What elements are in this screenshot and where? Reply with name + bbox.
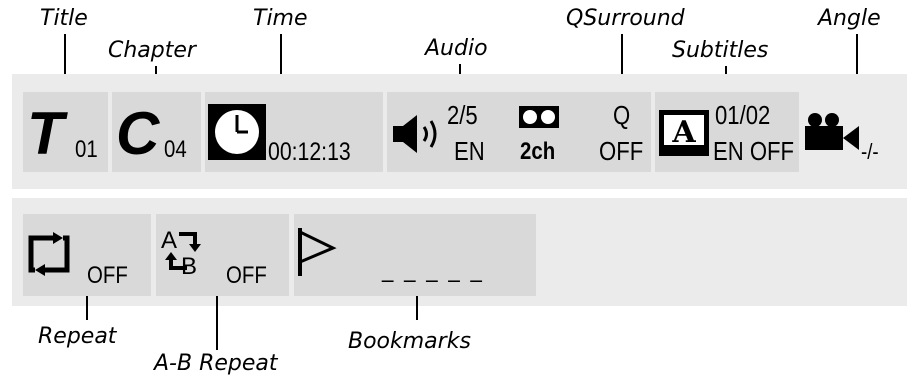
flag-icon: [298, 228, 337, 276]
chapter-number: 04: [164, 136, 187, 163]
callout-audio: Audio: [425, 36, 488, 61]
dolby-channels: 2ch: [520, 138, 556, 165]
subtitles-track: 01/02: [715, 100, 771, 130]
leader-repeat: [86, 296, 88, 320]
subtitles-status: EN OFF: [713, 136, 795, 166]
callout-subtitles: Subtitles: [672, 38, 769, 63]
leader-angle: [856, 34, 858, 94]
callout-title: Title: [40, 6, 88, 31]
qsurround-state: OFF: [599, 136, 644, 166]
ab-repeat-box: A B OFF: [156, 214, 289, 296]
ab-repeat-state: OFF: [226, 262, 267, 289]
repeat-box: OFF: [23, 214, 151, 296]
audio-track: 2/5: [447, 100, 478, 130]
time-value: 00:12:13: [268, 138, 351, 166]
subtitles-box: A 01/02 EN OFF: [655, 92, 799, 172]
svg-text:A: A: [161, 227, 177, 254]
repeat-icon: [28, 232, 70, 276]
title-letter: T: [27, 100, 64, 167]
speaker-icon: [393, 115, 437, 153]
leader-title: [64, 34, 66, 94]
repeat-state: OFF: [87, 262, 128, 289]
clock-icon: [208, 104, 266, 160]
subtitle-icon: A: [659, 110, 709, 156]
callout-chapter: Chapter: [108, 38, 196, 63]
qsurround-label: Q: [613, 100, 631, 130]
chapter-letter: C: [116, 100, 160, 167]
leader-bookmarks: [416, 296, 418, 320]
time-box: 00:12:13: [205, 92, 383, 172]
dolby-icon: [519, 106, 559, 128]
bookmarks-box: _ _ _ _ _: [294, 214, 536, 296]
callout-bookmarks: Bookmarks: [348, 329, 471, 354]
callout-ab-repeat: A-B Repeat: [154, 351, 278, 376]
callout-angle: Angle: [818, 6, 881, 31]
camera-icon: [805, 113, 859, 150]
title-number: 01: [75, 136, 98, 163]
callout-qsurround: QSurround: [566, 6, 685, 31]
svg-text:B: B: [181, 253, 197, 276]
leader-ab-repeat: [216, 296, 218, 350]
ab-repeat-icon: A B: [161, 227, 201, 276]
audio-language: EN: [454, 136, 485, 166]
callout-repeat: Repeat: [38, 324, 117, 349]
title-box: T 01: [23, 92, 108, 172]
leader-qsurround: [621, 34, 623, 94]
bookmarks-slots: _ _ _ _ _: [382, 256, 485, 283]
svg-text:A: A: [671, 115, 696, 150]
chapter-box: C 04: [112, 92, 201, 172]
angle-value: -/-: [861, 139, 879, 164]
callout-time: Time: [253, 6, 308, 31]
leader-time: [280, 34, 282, 94]
audio-box: 2/5 EN 2ch Q OFF: [387, 92, 651, 172]
